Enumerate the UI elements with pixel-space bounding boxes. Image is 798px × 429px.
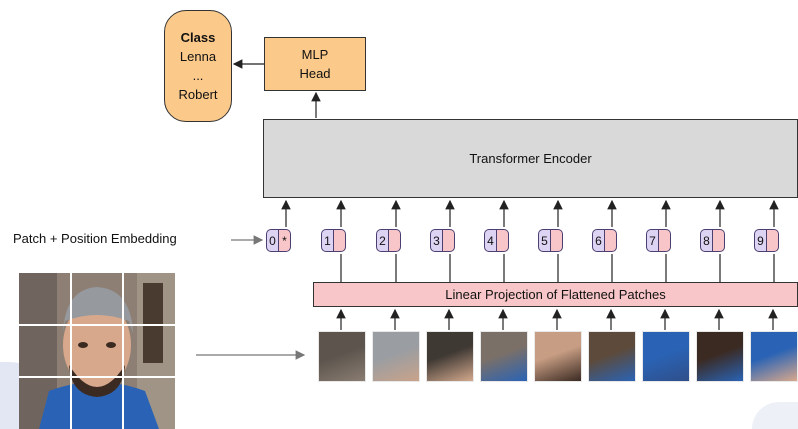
- token-1: 1: [321, 229, 346, 252]
- patch-embedding-8: [713, 229, 725, 252]
- position-embedding-6: 6: [592, 229, 605, 252]
- token-0: 0*: [266, 229, 291, 252]
- class-title: Class: [180, 30, 216, 45]
- mlp-head-box: MLP Head: [264, 37, 366, 91]
- class-label-ellipsis: ...: [192, 68, 204, 83]
- linear-projection-label: Linear Projection of Flattened Patches: [445, 287, 666, 302]
- position-embedding-2: 2: [376, 229, 389, 252]
- patch-embedding-9: [767, 229, 779, 252]
- patch-embedding-4: [497, 229, 509, 252]
- patch-embedding-6: [605, 229, 617, 252]
- token-2: 2: [376, 229, 401, 252]
- image-patch-9: [750, 331, 798, 382]
- image-patch-3: [426, 331, 474, 382]
- patch-embedding-7: [659, 229, 671, 252]
- embedding-label: Patch + Position Embedding: [13, 231, 177, 246]
- linear-projection-box: Linear Projection of Flattened Patches: [313, 282, 798, 307]
- image-patch-8: [696, 331, 744, 382]
- position-embedding-0: 0: [266, 229, 279, 252]
- image-patch-4: [480, 331, 528, 382]
- class-label-lenna: Lenna: [179, 49, 217, 64]
- mlp-head-line1: MLP: [301, 47, 329, 62]
- image-patch-5: [534, 331, 582, 382]
- token-3: 3: [430, 229, 455, 252]
- transformer-encoder-label: Transformer Encoder: [469, 151, 592, 166]
- class-label-robert: Robert: [178, 87, 218, 102]
- token-6: 6: [592, 229, 617, 252]
- image-patch-7: [642, 331, 690, 382]
- token-5: 5: [538, 229, 563, 252]
- class-output-box: Class Lenna ... Robert: [164, 10, 232, 122]
- position-embedding-4: 4: [484, 229, 497, 252]
- position-embedding-3: 3: [430, 229, 443, 252]
- position-embedding-9: 9: [754, 229, 767, 252]
- image-patch-6: [588, 331, 636, 382]
- patch-embedding-3: [443, 229, 455, 252]
- patch-embedding-5: [551, 229, 563, 252]
- mlp-head-line2: Head: [299, 66, 331, 81]
- token-9: 9: [754, 229, 779, 252]
- patch-embedding-2: [389, 229, 401, 252]
- position-embedding-8: 8: [700, 229, 713, 252]
- position-embedding-1: 1: [321, 229, 334, 252]
- patch-embedding-1: [334, 229, 346, 252]
- image-patch-2: [372, 331, 420, 382]
- position-embedding-7: 7: [646, 229, 659, 252]
- position-embedding-5: 5: [538, 229, 551, 252]
- token-4: 4: [484, 229, 509, 252]
- token-7: 7: [646, 229, 671, 252]
- image-patch-1: [318, 331, 366, 382]
- class-token-embedding: *: [279, 229, 291, 252]
- transformer-encoder-box: Transformer Encoder: [263, 119, 798, 198]
- token-8: 8: [700, 229, 725, 252]
- input-face-image: [19, 273, 175, 429]
